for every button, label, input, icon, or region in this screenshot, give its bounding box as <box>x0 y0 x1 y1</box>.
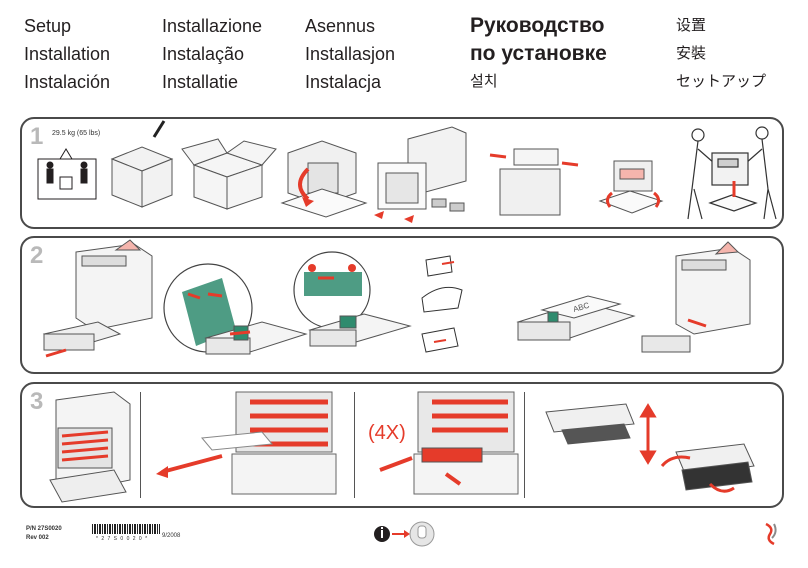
title-setup-fi: Asennus <box>305 16 376 36</box>
cartridge-removal <box>413 391 519 495</box>
title-setup-fr: Installation <box>24 44 111 64</box>
two-person-lift-icon <box>37 148 97 200</box>
paper-label-abc: ABC <box>572 301 591 314</box>
foam-removal <box>499 148 561 216</box>
toner-cartridges-large <box>250 399 328 447</box>
paper-tray-length <box>308 313 412 347</box>
title-setup-it: Installazione <box>162 16 263 36</box>
title-col-4: Руководство по установке 설치 <box>470 12 607 96</box>
step-3-illustrations <box>49 391 755 503</box>
title-setup-no: Installasjon <box>305 44 396 64</box>
printer-tray-closed <box>641 247 751 353</box>
step-3-number: 3 <box>30 388 44 415</box>
step-2-illustrations: ABC <box>42 239 751 358</box>
title-setup-nl: Installatie <box>162 72 239 92</box>
step-1-panel: 1 29.5 kg (65 lbs) <box>20 117 784 229</box>
title-col-2: Installazione Instalação Installatie <box>162 12 262 96</box>
unpacked-printer <box>377 126 467 212</box>
cartridge-count-callout: (4X) <box>368 422 406 444</box>
step-2-number: 2 <box>30 242 44 269</box>
title-setup-pl: Instalacja <box>305 72 382 92</box>
opened-box <box>181 138 277 210</box>
title-setup-es: Instalación <box>24 72 111 92</box>
title-setup-ru-1: Руководство <box>470 14 605 37</box>
packing-sheet <box>201 431 273 451</box>
title-setup-ja: セットアップ <box>676 73 767 90</box>
loaded-paper-tray <box>516 295 636 341</box>
down-arrow-icon <box>298 167 310 201</box>
title-setup-ko: 설치 <box>470 73 498 90</box>
print-date: 9/2008 <box>162 533 181 539</box>
barcode-number: * 2 7 S 0 0 2 0 * <box>96 536 149 542</box>
divider-2 <box>354 392 355 498</box>
barcode <box>92 524 160 534</box>
title-col-1: Setup Installation Instalación <box>24 12 110 96</box>
printer-door-open <box>49 391 131 503</box>
tipped-box <box>280 140 368 218</box>
cartridge-unwrap <box>675 443 755 491</box>
cartridge-pulled <box>421 447 483 463</box>
title-setup-zh-cn: 设置 <box>676 17 707 34</box>
flex-paper-stack <box>421 255 463 353</box>
shake-arrow-icon <box>639 403 657 465</box>
title-col-3: Asennus Installasjon Instalacja <box>305 12 395 96</box>
divider-3 <box>524 392 525 498</box>
title-setup-en: Setup <box>24 16 72 36</box>
printer-on-base <box>598 160 664 214</box>
sealed-box <box>110 120 174 208</box>
printer-weight-label: 29.5 kg (65 lbs) <box>52 130 101 137</box>
two-people-lifting <box>687 126 777 220</box>
step-3-panel: 3 (4X) <box>20 382 784 508</box>
part-number: P/N 27S0020 <box>26 526 62 532</box>
divider-1 <box>140 392 141 498</box>
brand-logo-icon <box>765 522 777 546</box>
printer-tray-open <box>42 243 153 351</box>
cartridge-shake <box>545 403 635 445</box>
info-link-icon <box>374 521 435 547</box>
title-setup-pt: Instalação <box>162 44 245 64</box>
toner-cartridges-small <box>61 430 109 462</box>
revision-number: Rev 002 <box>26 535 49 541</box>
title-setup-zh-tw: 安裝 <box>676 45 707 62</box>
title-setup-ru-2: по установке <box>470 42 607 65</box>
step-1-number: 1 <box>30 123 44 150</box>
step-2-panel: 2 <box>20 236 784 374</box>
step-1-illustrations <box>37 120 777 223</box>
title-col-5: 设置 安裝 セットアップ <box>676 12 766 96</box>
